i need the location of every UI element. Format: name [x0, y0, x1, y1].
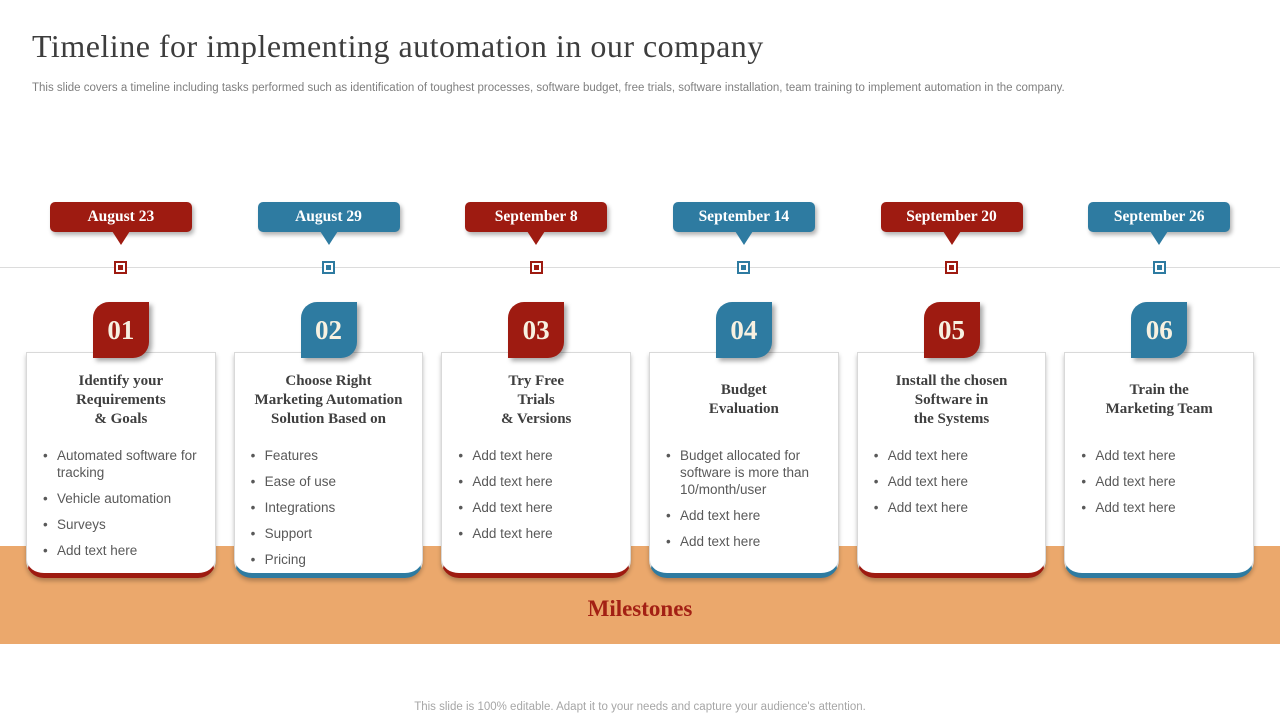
milestone-card: Identify your Requirements & Goals Autom… [26, 352, 216, 578]
milestone-column: September 14 04 Budget Evaluation Budget… [649, 202, 839, 578]
card-bullet-list: Automated software for trackingVehicle a… [27, 447, 215, 559]
timeline-marker-icon [945, 261, 959, 274]
card-bullet-list: Add text hereAdd text hereAdd text here [858, 447, 1046, 516]
card-bullet-list: FeaturesEase of useIntegrationsSupportPr… [235, 447, 423, 568]
bullet-item: Add text here [456, 525, 620, 542]
card-heading: Install the chosen Software in the Syste… [895, 372, 1008, 427]
bullet-item: Support [249, 525, 413, 542]
milestone-column: September 8 03 Try Free Trials & Version… [441, 202, 632, 578]
milestone-column: August 29 02 Choose Right Marketing Auto… [233, 202, 424, 578]
date-badge: September 26 [1088, 202, 1231, 232]
timeline-marker-dot [741, 265, 747, 270]
card-bullet-list: Add text hereAdd text hereAdd text here [1065, 447, 1253, 516]
milestone-column: September 20 05 Install the chosen Softw… [856, 202, 1047, 578]
bullet-item: Add text here [1079, 447, 1243, 464]
milestone-card: Install the chosen Software in the Syste… [856, 352, 1047, 578]
date-label: August 29 [295, 208, 362, 225]
bullet-item: Add text here [1079, 499, 1243, 516]
date-badge: September 8 [465, 202, 608, 232]
timeline-marker-dot [326, 265, 331, 270]
date-badge: August 23 [49, 202, 192, 232]
bullet-item: Add text here [872, 499, 1036, 516]
bullet-item: Add text here [872, 447, 1036, 464]
milestone-card: Budget Evaluation Budget allocated for s… [649, 352, 839, 578]
bullet-item: Surveys [41, 516, 205, 533]
bullet-item: Automated software for tracking [41, 447, 205, 481]
timeline-marker-icon [114, 261, 128, 274]
step-number-badge: 01 [92, 302, 149, 358]
card-heading-wrap: Train the Marketing Team [1065, 353, 1253, 443]
milestone-card: Train the Marketing Team Add text hereAd… [1064, 352, 1255, 578]
card-bullet-list: Budget allocated for software is more th… [650, 447, 838, 550]
date-badge: August 29 [257, 202, 400, 232]
timeline-marker-dot [949, 265, 955, 270]
step-number-label: 04 [730, 314, 758, 345]
bullet-item: Add text here [872, 473, 1036, 490]
timeline-marker-dot [118, 265, 124, 270]
bullet-item: Add text here [664, 533, 828, 550]
timeline-marker-icon [1152, 261, 1166, 274]
card-heading-wrap: Try Free Trials & Versions [442, 353, 630, 443]
bullet-item: Add text here [456, 447, 620, 464]
card-heading-wrap: Identify your Requirements & Goals [27, 353, 215, 443]
bullet-item: Vehicle automation [41, 490, 205, 507]
timeline-marker-icon [322, 261, 335, 274]
bullet-item: Add text here [1079, 473, 1243, 490]
step-number-label: 03 [522, 314, 550, 345]
card-heading-wrap: Choose Right Marketing Automation Soluti… [235, 353, 423, 443]
card-bullet-list: Add text hereAdd text hereAdd text hereA… [442, 447, 630, 542]
timeline-marker-dot [533, 265, 539, 270]
milestone-column: August 23 01 Identify your Requirements … [26, 202, 216, 578]
card-heading-wrap: Budget Evaluation [650, 353, 838, 443]
date-label: September 8 [494, 208, 578, 225]
step-number-badge: 03 [508, 302, 565, 358]
card-heading: Identify your Requirements & Goals [75, 372, 166, 427]
step-number-badge: 02 [300, 302, 357, 358]
card-heading: Try Free Trials & Versions [500, 372, 572, 427]
card-heading-wrap: Install the chosen Software in the Syste… [858, 353, 1046, 443]
step-number-label: 05 [938, 314, 966, 345]
date-label: September 14 [698, 208, 790, 225]
footer-note: This slide is 100% editable. Adapt it to… [414, 701, 866, 713]
date-label: September 26 [1113, 208, 1205, 225]
step-number-badge: 04 [715, 302, 772, 358]
step-number-label: 06 [1145, 314, 1173, 345]
bullet-item: Add text here [664, 507, 828, 524]
slide-subtitle: This slide covers a timeline including t… [32, 82, 1065, 94]
step-number-badge: 06 [1131, 302, 1188, 358]
bullet-item: Add text here [456, 499, 620, 516]
card-heading: Choose Right Marketing Automation Soluti… [254, 372, 403, 427]
milestone-column: September 26 06 Train the Marketing Team… [1064, 202, 1255, 578]
bullet-item: Budget allocated for software is more th… [664, 447, 828, 498]
bullet-item: Integrations [249, 499, 413, 516]
bullet-item: Add text here [456, 473, 620, 490]
date-badge: September 14 [672, 202, 815, 232]
page-title: Timeline for implementing automation in … [32, 28, 764, 64]
step-number-label: 01 [107, 314, 135, 345]
timeline-axis [0, 267, 1280, 268]
milestones-band-label: Milestones [587, 596, 693, 621]
timeline-marker-icon [737, 261, 751, 274]
card-heading: Train the Marketing Team [1105, 382, 1213, 417]
milestone-card: Choose Right Marketing Automation Soluti… [233, 352, 424, 578]
card-heading: Budget Evaluation [708, 382, 779, 417]
bullet-item: Add text here [41, 542, 205, 559]
date-label: September 20 [906, 208, 997, 225]
timeline-marker-icon [529, 261, 543, 274]
date-label: August 23 [87, 208, 155, 225]
milestone-card: Try Free Trials & Versions Add text here… [441, 352, 632, 578]
bullet-item: Pricing [249, 551, 413, 568]
step-number-label: 02 [315, 314, 342, 345]
bullet-item: Features [249, 447, 413, 464]
date-badge: September 20 [880, 202, 1023, 232]
bullet-item: Ease of use [249, 473, 413, 490]
step-number-badge: 05 [923, 302, 980, 358]
timeline-columns: August 23 01 Identify your Requirements … [26, 202, 1255, 578]
timeline-marker-dot [1156, 265, 1162, 270]
